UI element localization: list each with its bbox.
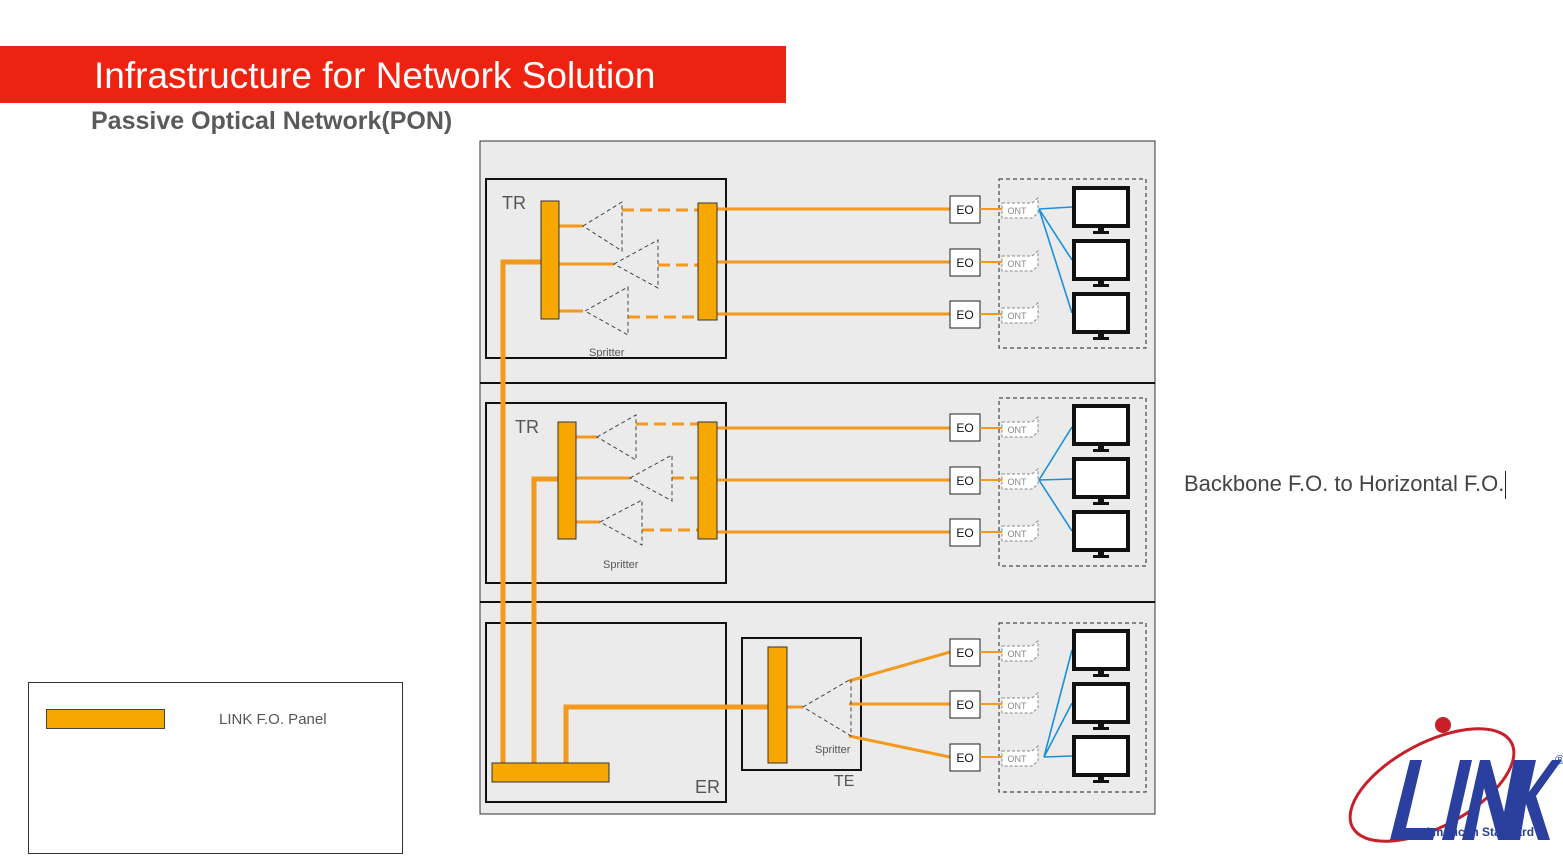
eo-label: EO <box>956 421 973 435</box>
fo-panel <box>557 421 577 540</box>
legend: LINK F.O. Panel <box>28 682 403 854</box>
work-area-zone-3 <box>998 622 1147 793</box>
ont-label: ONT <box>1008 311 1028 321</box>
eo-label: EO <box>956 698 973 712</box>
page-subtitle: Passive Optical Network(PON) <box>91 107 453 135</box>
tr-room-box-1 <box>485 178 727 359</box>
ont-label: ONT <box>1008 754 1028 764</box>
eo-label: EO <box>956 308 973 322</box>
ont-label: ONT <box>1008 477 1028 487</box>
ont-label: ONT <box>1008 529 1028 539</box>
eo-outlets <box>949 195 981 772</box>
work-area-zone-2 <box>998 397 1147 567</box>
ont-label: ONT <box>1008 649 1028 659</box>
ont-label: ONT <box>1008 425 1028 435</box>
backbone-note[interactable]: Backbone F.O. to Horizontal F.O. <box>1184 471 1507 500</box>
backbone-note-text: Backbone F.O. to Horizontal F.O. <box>1184 471 1505 496</box>
legend-label: LINK F.O. Panel <box>219 711 327 728</box>
splitter-triangles <box>582 201 852 737</box>
eo-label: EO <box>956 474 973 488</box>
fo-panels <box>491 200 788 783</box>
eo-label: EO <box>956 203 973 217</box>
room-label: ER <box>695 777 720 797</box>
splitter-dashed-links <box>622 208 698 532</box>
splitter-links <box>559 224 803 709</box>
tr-room-box-2 <box>485 402 727 584</box>
floor-2-area <box>479 382 1156 603</box>
title-bar <box>0 46 786 103</box>
fo-panel <box>697 202 718 321</box>
copper-links <box>1038 206 1073 758</box>
ont-label: ONT <box>1008 701 1028 711</box>
fo-panel <box>697 421 718 540</box>
ont-labels: ONT ONT ONT ONT ONT ONT ONT ONT ONT <box>1008 206 1028 764</box>
horizontal-fibers <box>717 207 951 759</box>
room-label: TR <box>502 193 526 213</box>
eo-labels: EO EO EO EO EO EO EO EO EO <box>956 203 973 765</box>
splitter-label: Spritter <box>815 744 851 756</box>
fo-panel <box>767 646 788 764</box>
te-label: TE <box>834 773 854 790</box>
eo-label: EO <box>956 256 973 270</box>
fo-panel <box>491 762 610 783</box>
splitter-label: Spritter <box>603 559 639 571</box>
text-caret <box>1505 471 1507 500</box>
registered-mark: ® <box>1555 752 1563 767</box>
fo-panel-swatch <box>46 709 165 729</box>
eo-ont-patches <box>980 208 1002 758</box>
ont-label: ONT <box>1008 259 1028 269</box>
room-label: TR <box>515 417 539 437</box>
link-logo: ® American Standard <box>1348 717 1563 843</box>
er-room-box <box>485 622 727 803</box>
fo-panel <box>540 200 560 320</box>
page-title: Infrastructure for Network Solution <box>94 55 656 96</box>
floor-3-area <box>479 140 1156 384</box>
ont-label: ONT <box>1008 206 1028 216</box>
work-area-zone-1 <box>998 178 1147 349</box>
eo-label: EO <box>956 646 973 660</box>
logo-tagline: American Standard <box>1424 825 1534 839</box>
splitter-label: Spritter <box>589 347 625 359</box>
eo-label: EO <box>956 751 973 765</box>
backbone-fibers <box>500 259 769 768</box>
monitor-icons <box>1072 186 1130 785</box>
ont-units <box>1001 196 1039 767</box>
eo-label: EO <box>956 526 973 540</box>
